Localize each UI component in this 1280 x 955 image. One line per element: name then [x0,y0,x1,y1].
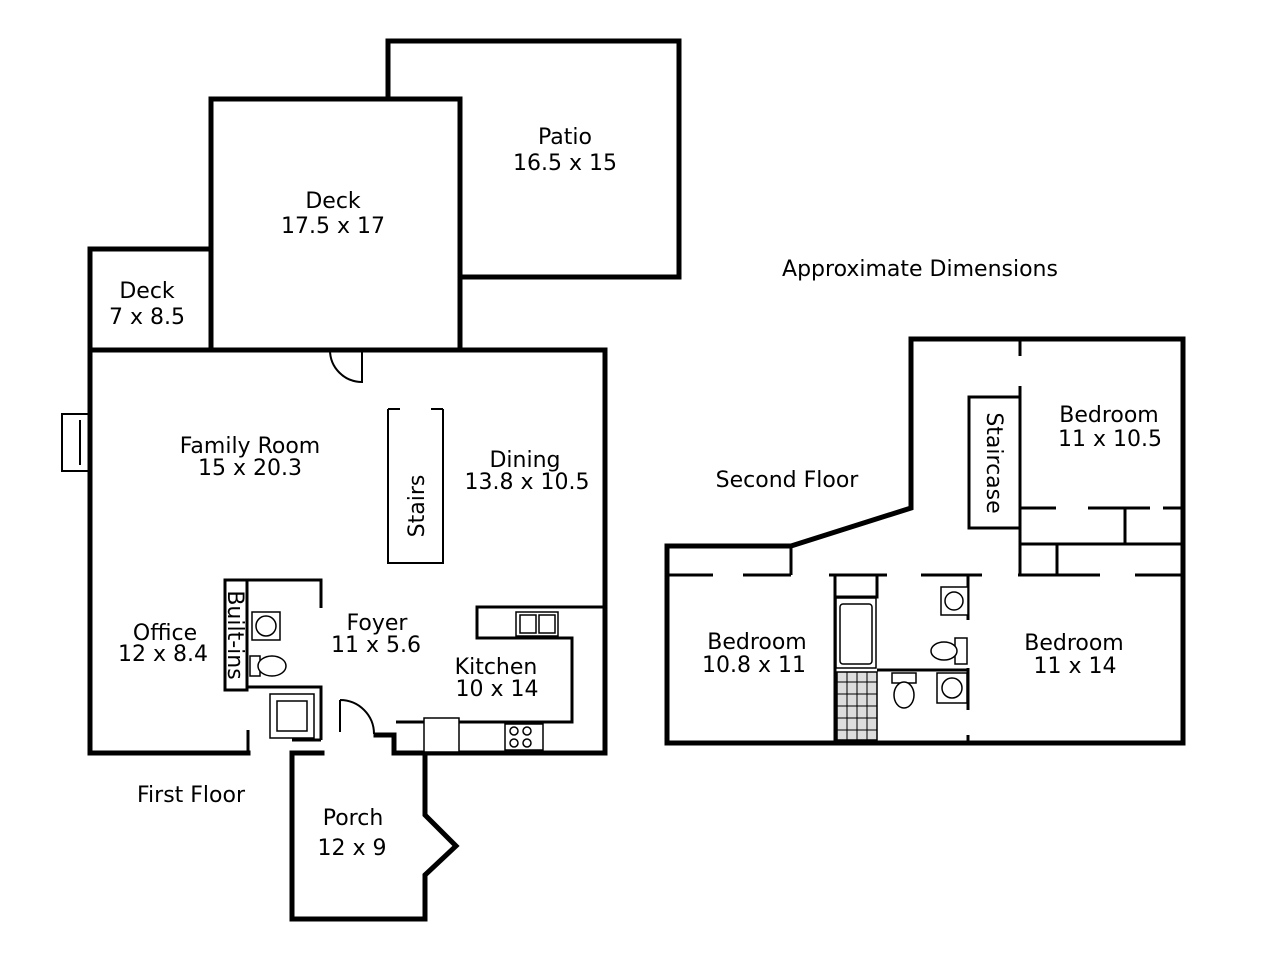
bedroom-w-closet [667,546,793,577]
kitchen-counter [396,605,605,724]
patio-name: Patio [538,125,592,150]
deck-large-dims: 17.5 x 17 [281,214,385,239]
half-bath-wall-bottom [247,685,323,740]
half-bath-wall-top [247,578,323,608]
family-room-dims: 15 x 20.3 [198,456,302,481]
back-door-swing [329,349,363,384]
office-name: Office [133,621,197,646]
foyer-name: Foyer [347,611,409,636]
kitchen-dims: 10 x 14 [456,677,539,702]
bedroom-w-name: Bedroom [707,630,807,655]
office-dims: 12 x 8.4 [118,642,208,667]
second-floor: Second Floor Staircase Bedroom 11 x 10.5… [664,336,1186,746]
kitchen-name: Kitchen [455,655,538,680]
first-floor-label: First Floor [137,783,246,808]
deck-small-dims: 7 x 8.5 [109,305,185,330]
main-wall-east [359,347,608,756]
second-floor-label: Second Floor [716,468,860,493]
bedroom-e-name: Bedroom [1024,631,1124,656]
foyer-dims: 11 x 5.6 [331,633,421,658]
first-floor: Patio 16.5 x 15 Deck 17.5 x 17 Deck 7 x … [61,38,682,922]
fireplace [61,413,88,472]
front-door-swing [339,699,375,735]
staircase-label: Staircase [981,412,1006,513]
bedroom-ne-dims: 11 x 10.5 [1058,427,1162,452]
dining-dims: 13.8 x 10.5 [465,470,590,495]
dining-name: Dining [489,448,560,473]
deck-small-name: Deck [119,279,175,304]
deck-large-name: Deck [305,189,361,214]
main-wall-foyer-right [373,732,397,756]
deck-large-outline [208,96,463,353]
refrigerator-icon [423,717,460,753]
built-ins-label: Built-ins [222,590,247,679]
built-ins-cabinet [223,578,249,692]
approximate-dimensions-note: Approximate Dimensions [782,257,1058,282]
main-wall-west [87,347,329,756]
bedroom-e-dims: 11 x 14 [1034,654,1117,679]
porch-dims: 12 x 9 [318,836,387,861]
family-room-name: Family Room [180,434,320,459]
bedroom-w-dims: 10.8 x 11 [702,653,806,678]
stairs-label: Stairs [405,475,430,538]
porch-name: Porch [323,806,384,831]
porch-outline [289,752,460,922]
patio-dims: 16.5 x 15 [513,151,617,176]
second-floor-outline [664,336,1186,746]
stairs-outline [387,409,444,564]
bedroom-ne-name: Bedroom [1059,403,1159,428]
